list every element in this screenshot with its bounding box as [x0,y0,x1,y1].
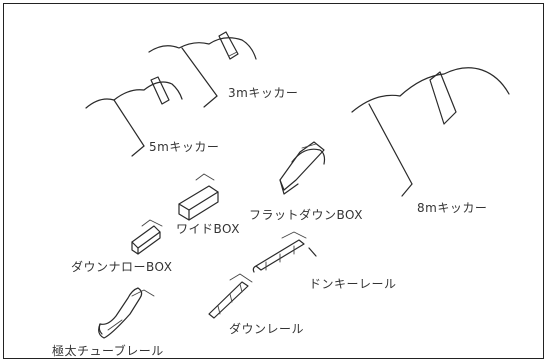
kicker-8m [351,67,510,197]
thick-tube-rail [98,287,155,339]
down-narrow-box [131,219,163,255]
course-sketch [85,31,510,339]
kicker-3m [148,31,257,108]
label-3m-kicker: 3mキッカー [228,86,299,100]
label-5m-kicker: 5mキッカー [149,140,220,154]
kicker-5m [85,76,183,157]
label-wide-box: ワイドBOX [176,222,240,236]
label-donkey-rail: ドンキーレール [309,277,397,291]
label-thick-tube-rail: 極太チューブレール [52,344,164,358]
label-down-rail: ダウンレール [229,322,305,336]
flat-down-box [279,141,326,195]
drawing-frame: 3mキッカー 5mキッカー 8mキッカー ワイドBOX フラットダウンBOX ダ… [3,3,544,359]
donkey-rail [252,231,317,273]
label-flat-down-box: フラットダウンBOX [249,208,363,222]
label-down-narrow-box: ダウンナローBOX [71,260,173,274]
label-8m-kicker: 8mキッカー [417,201,488,215]
wide-box [178,173,219,221]
down-rail [208,273,253,319]
